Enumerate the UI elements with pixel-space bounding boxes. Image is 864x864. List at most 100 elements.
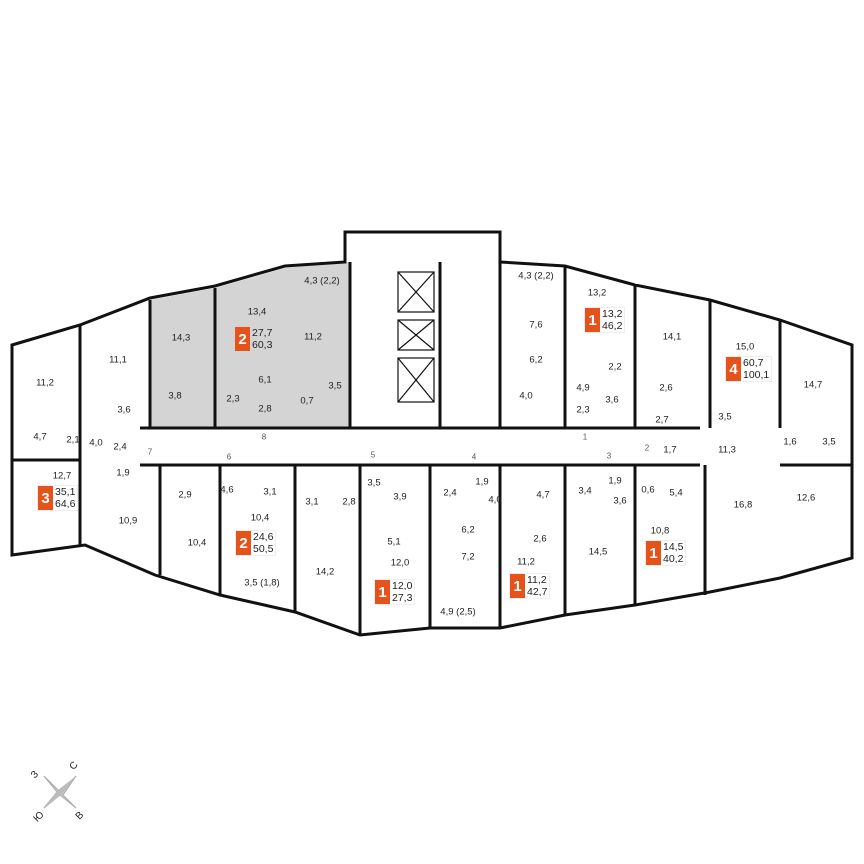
room-area: 4,0 [89, 437, 103, 449]
room-area: 3,8 [168, 390, 182, 402]
interior-walls [12, 262, 852, 635]
room-area: 3,5 [328, 380, 342, 392]
room-count: 1 [510, 574, 525, 598]
apartment-door-number: 4 [471, 452, 477, 462]
room-area: 2,8 [258, 403, 272, 415]
living-area: 12,0 [392, 580, 413, 592]
apartment-door-number: 7 [147, 447, 153, 457]
room-area: 4,7 [33, 431, 47, 443]
living-area: 60,7 [743, 357, 764, 369]
room-area: 1,9 [475, 476, 489, 488]
room-area: 2,8 [342, 496, 356, 508]
room-area: 11,3 [718, 444, 736, 456]
compass-star-icon [43, 775, 77, 809]
room-area: 2,4 [443, 487, 457, 499]
room-area: 6,2 [461, 524, 475, 536]
room-area: 14,5 [588, 546, 608, 558]
room-area: 2,3 [226, 393, 240, 405]
room-area: 10,9 [118, 515, 138, 527]
room-count: 1 [375, 580, 390, 604]
room-area: 14,1 [662, 331, 682, 343]
room-area: 0,7 [300, 395, 314, 407]
room-area: 11,1 [109, 354, 127, 366]
room-area: 14,3 [171, 332, 191, 344]
room-area: 3,1 [263, 486, 277, 498]
elevator-shafts [397, 271, 435, 403]
room-area: 14,7 [803, 379, 823, 391]
room-area: 4,9 [576, 382, 590, 394]
room-area: 10,4 [187, 537, 207, 549]
balcony-area: 4,3 (2,2) [518, 270, 554, 282]
total-area: 100,1 [743, 369, 770, 381]
room-count: 2 [235, 327, 250, 351]
room-area: 2,4 [113, 441, 127, 453]
living-area: 35,1 [55, 486, 76, 498]
room-area: 1,9 [608, 475, 622, 487]
room-area: 2,7 [655, 414, 669, 426]
total-area: 60,3 [252, 339, 273, 351]
room-area: 16,8 [733, 499, 753, 511]
room-area: 13,2 [587, 287, 607, 299]
room-area: 5,1 [387, 536, 401, 548]
room-area: 12,6 [796, 492, 816, 504]
living-area: 13,2 [602, 308, 623, 320]
room-area: 7,6 [529, 319, 543, 331]
room-count: 4 [726, 357, 741, 381]
apartment-door-number: 5 [370, 450, 376, 460]
room-area: 3,1 [305, 496, 319, 508]
total-area: 27,3 [392, 592, 413, 604]
room-area: 4,6 [220, 484, 234, 496]
room-area: 3,9 [393, 491, 407, 503]
room-area: 11,2 [36, 377, 54, 389]
apartment-door-number: 2 [644, 443, 650, 453]
room-area: 4,0 [488, 494, 502, 506]
room-area: 11,2 [517, 556, 535, 568]
apartment-door-number: 6 [226, 452, 232, 462]
room-area: 12,0 [390, 557, 410, 569]
apartment-door-number: 3 [606, 451, 612, 461]
room-area: 6,2 [529, 354, 543, 366]
total-area: 64,6 [55, 498, 76, 510]
living-area: 11,2 [527, 574, 547, 586]
living-area: 27,7 [252, 327, 273, 339]
room-count: 3 [38, 486, 53, 510]
building-outline [10, 230, 854, 637]
room-area: 1,7 [663, 444, 677, 456]
living-area: 14,5 [663, 541, 684, 553]
total-area: 46,2 [602, 320, 623, 332]
total-area: 42,7 [527, 586, 548, 598]
apartment-door-number: 8 [261, 432, 267, 442]
room-count: 2 [236, 531, 251, 555]
room-area: 2,3 [576, 404, 590, 416]
room-area: 3,4 [578, 485, 592, 497]
room-area: 15,0 [735, 341, 755, 353]
room-area: 3,5 [822, 436, 836, 448]
room-area: 12,7 [52, 470, 72, 482]
living-area: 24,6 [253, 531, 274, 543]
balcony-area: 4,3 (2,2) [304, 275, 340, 287]
room-area: 6,1 [258, 374, 272, 386]
room-area: 3,6 [605, 394, 619, 406]
room-area: 3,6 [613, 495, 627, 507]
total-area: 40,2 [663, 553, 684, 565]
room-area: 10,4 [250, 512, 270, 524]
room-area: 5,4 [669, 487, 683, 499]
room-area: 2,9 [178, 489, 192, 501]
room-area: 13,4 [247, 306, 267, 318]
room-area: 2,1 [66, 434, 80, 446]
room-area: 2,6 [659, 382, 673, 394]
total-area: 50,5 [253, 543, 274, 555]
balcony-area: 3,5 (1,8) [244, 577, 280, 589]
room-area: 4,7 [536, 489, 550, 501]
room-area: 11,2 [304, 331, 322, 343]
balcony-area: 4,9 (2,5) [440, 606, 476, 618]
